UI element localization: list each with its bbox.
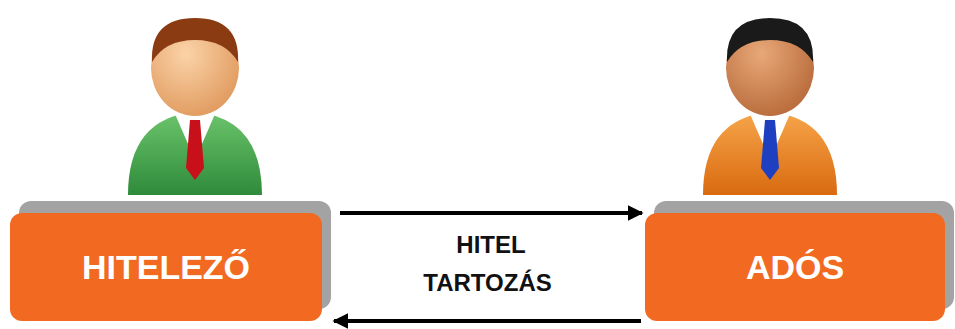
flow-arrow xyxy=(340,211,642,215)
party-name: HITELEZŐ xyxy=(82,248,250,287)
debtor-person xyxy=(703,18,837,195)
party-box: ADÓS xyxy=(645,213,945,321)
party-box: HITELEZŐ xyxy=(10,213,322,321)
arrow-label: HITEL xyxy=(456,231,525,259)
flow-arrow xyxy=(334,319,641,323)
arrow-label: TARTOZÁS xyxy=(423,269,551,297)
creditor-person xyxy=(128,18,262,195)
party-name: ADÓS xyxy=(746,248,844,287)
